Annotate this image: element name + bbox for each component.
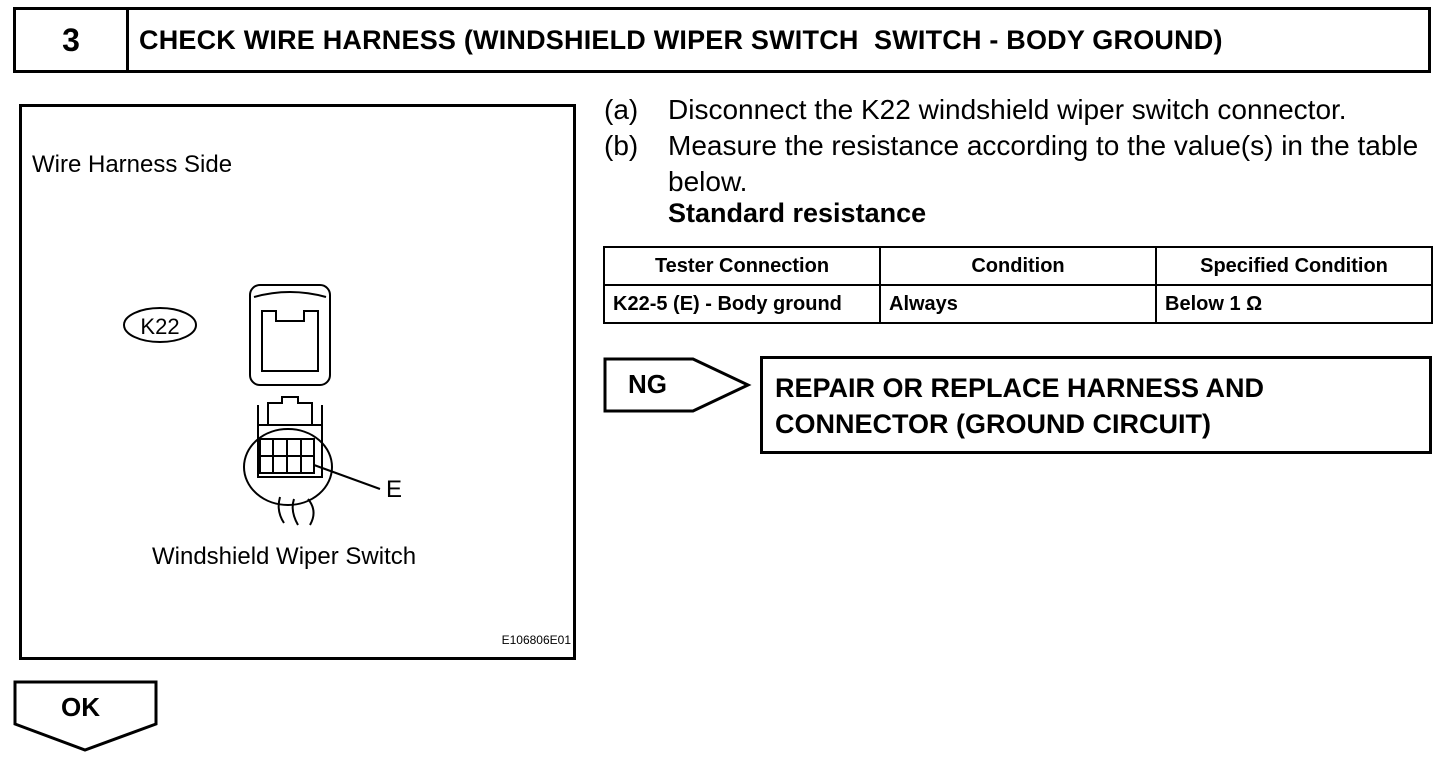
table-header-row: Tester Connection Condition Specified Co… xyxy=(603,246,1433,286)
column-header: Specified Condition xyxy=(1155,246,1433,286)
column-header: Tester Connection xyxy=(603,246,881,286)
standard-heading: Standard resistance xyxy=(668,198,927,228)
procedure-steps: (a) Disconnect the K22 windshield wiper … xyxy=(604,92,1428,200)
ng-result-box: REPAIR OR REPLACE HARNESS AND CONNECTOR … xyxy=(760,356,1432,454)
wire-harness-side-label: Wire Harness Side xyxy=(32,151,233,178)
column-header: Condition xyxy=(879,246,1157,286)
step-a: (a) Disconnect the K22 windshield wiper … xyxy=(604,92,1428,128)
step-letter: (b) xyxy=(604,130,639,161)
ok-arrow-icon xyxy=(13,680,158,752)
connector-illustration: Wire Harness Side K22 E xyxy=(19,104,576,660)
ng-label: NG xyxy=(628,369,667,399)
step-b: (b) Measure the resistance according to … xyxy=(604,128,1428,200)
table-cell: K22-5 (E) - Body ground xyxy=(603,284,881,324)
ng-result-line: CONNECTOR (GROUND CIRCUIT) xyxy=(775,409,1211,439)
table-row: K22-5 (E) - Body ground Always Below 1 Ω xyxy=(603,284,1433,324)
figure-code: E106806E01 xyxy=(501,633,571,647)
step-title: CHECK WIRE HARNESS (WINDSHIELD WIPER SWI… xyxy=(139,24,1223,55)
ng-arrow-icon xyxy=(603,357,752,413)
harness-connector-icon xyxy=(249,284,331,386)
ok-label: OK xyxy=(61,692,100,722)
terminal-leader-line xyxy=(313,464,381,490)
step-text: Measure the resistance according to the … xyxy=(668,130,1419,197)
connector-drawing: K22 E xyxy=(123,284,402,526)
connector-id-tag: K22 xyxy=(123,307,197,343)
terminal-e-label: E xyxy=(386,476,402,503)
step-header: 3 CHECK WIRE HARNESS (WINDSHIELD WIPER S… xyxy=(13,7,1431,73)
step-text: Disconnect the K22 windshield wiper swit… xyxy=(668,94,1347,125)
table-cell: Below 1 Ω xyxy=(1155,284,1433,324)
resistance-table: Tester Connection Condition Specified Co… xyxy=(603,246,1433,324)
wiper-switch-connector-icon xyxy=(243,396,333,526)
ng-result-line: REPAIR OR REPLACE HARNESS AND xyxy=(775,373,1265,403)
component-label: Windshield Wiper Switch xyxy=(152,543,417,570)
table-cell: Always xyxy=(879,284,1157,324)
step-number: 3 xyxy=(16,10,129,70)
connector-id-text: K22 xyxy=(140,314,179,339)
step-letter: (a) xyxy=(604,94,639,125)
